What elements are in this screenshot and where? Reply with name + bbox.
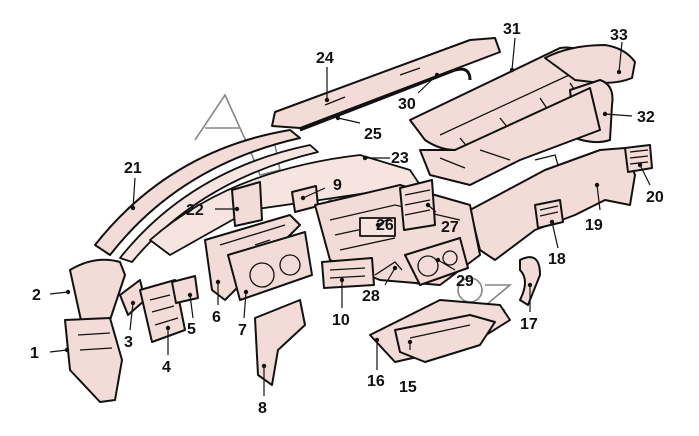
part-10-radio [321, 257, 375, 289]
callout-6: 6 [212, 309, 221, 326]
callout-5: 5 [187, 321, 196, 338]
callout-1: 1 [30, 345, 39, 362]
part-24-upper-trim [271, 37, 501, 129]
callout-3: 3 [124, 334, 133, 351]
callout-31: 31 [503, 21, 521, 38]
callout-labels: 1 2 3 4 5 6 7 8 9 10 15 16 17 18 19 20 2… [30, 21, 664, 417]
part-5-vent [171, 275, 199, 304]
part-28-cable [374, 261, 403, 276]
callout-23: 23 [391, 150, 409, 167]
callout-4: 4 [162, 359, 171, 376]
callout-16: 16 [367, 373, 385, 390]
part-22-bracket [231, 181, 263, 227]
part-30-seal-strip [299, 67, 472, 132]
part-7-gauge-cluster [227, 231, 313, 301]
callout-25: 25 [364, 126, 382, 143]
callout-29: 29 [456, 273, 474, 290]
dash-center-body [419, 87, 601, 186]
callout-22: 22 [186, 202, 204, 219]
callout-7: 7 [238, 322, 247, 339]
part-20-right-vent [624, 144, 653, 173]
callout-20: 20 [646, 189, 664, 206]
part-18-vent [534, 199, 564, 229]
part-2-left-end-cap [69, 258, 126, 326]
part-15-glovebox [394, 314, 496, 363]
callout-9: 9 [333, 177, 342, 194]
callout-19: 19 [585, 217, 603, 234]
callout-28: 28 [362, 288, 380, 305]
callout-24: 24 [316, 50, 334, 67]
part-1-lower-left-panel [64, 317, 123, 403]
part-8-column-cover [254, 299, 306, 386]
callout-8: 8 [258, 400, 267, 417]
callout-21: 21 [124, 160, 142, 177]
callout-33: 33 [610, 27, 628, 44]
callout-32: 32 [637, 109, 655, 126]
callout-27: 27 [441, 219, 459, 236]
callout-18: 18 [548, 251, 566, 268]
part-27-vent-panel [399, 179, 436, 231]
part-17-side-trim [519, 256, 541, 306]
callout-26: 26 [376, 217, 394, 234]
callout-15: 15 [399, 379, 417, 396]
callout-30: 30 [398, 96, 416, 113]
callout-10: 10 [332, 312, 350, 329]
callout-17: 17 [520, 316, 538, 333]
leader-lines [49, 37, 651, 396]
callout-2: 2 [32, 287, 41, 304]
